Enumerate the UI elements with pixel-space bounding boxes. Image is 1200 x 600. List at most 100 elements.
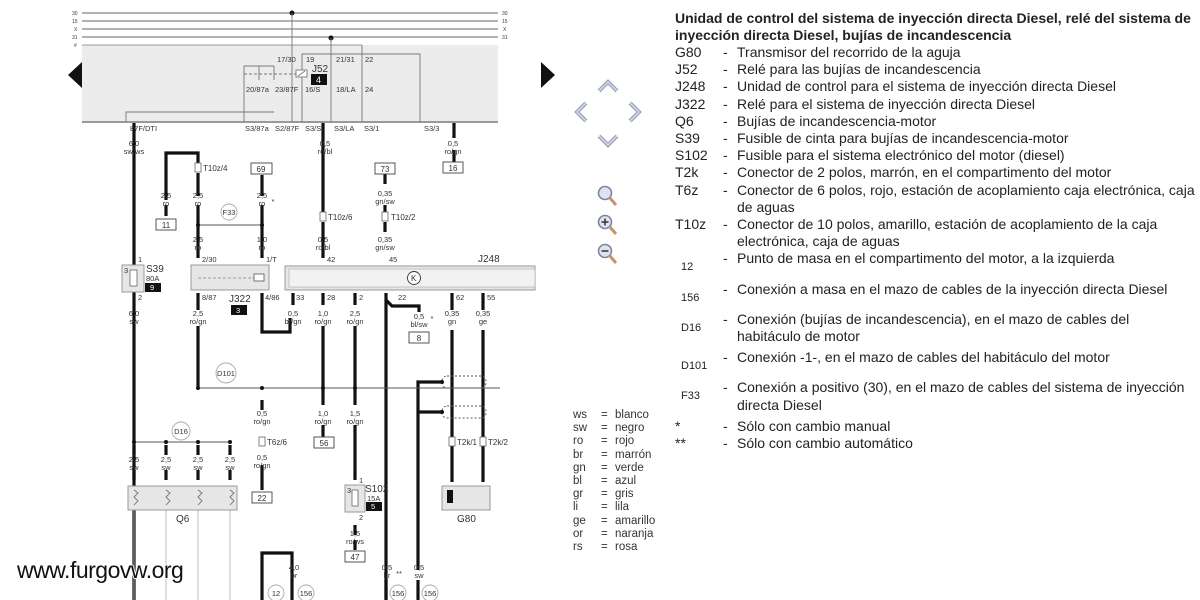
color-code-item: ws=blanco [573,409,655,422]
wire-color: sw [225,463,235,472]
next-page-button[interactable] [541,62,555,88]
wire-size: 2,5 [350,309,360,318]
legend-item: J52-Relé para las bujías de incandescenc… [675,61,1195,78]
watermark: www.furgovw.org [17,557,184,583]
legend-description: Fusible de cinta para bujías de incandes… [737,130,1069,147]
bus-label-30: 30 [72,11,78,17]
legend-code: D101 [681,360,708,373]
color-code-item: gr=gris [573,488,655,501]
color-code-item: bl=azul [573,475,655,488]
legend-item: *-Sólo con cambio manual [675,418,1195,435]
wire-size: 0,5 [382,563,392,572]
color-name: rosa [615,541,638,554]
connector-t10z-2: T10z/2 [391,213,416,222]
color-abbr: rs [573,541,583,554]
wire-color: br [384,571,391,580]
bus-label-15: 15 [72,19,78,25]
legend-item: 12-Punto de masa en el compartimento del… [675,250,1195,276]
legend-item: T2k-Conector de 2 polos, marrón, en el c… [675,164,1195,181]
pan-down-icon[interactable] [596,128,620,152]
wire-color: ro/ws [346,537,364,546]
wire-color: ro/gn [346,317,363,326]
wire-color: br/gn [284,317,301,326]
marker-156-a: 156 [300,589,313,598]
wire-color: ro/gn [253,461,270,470]
j52-position-badge [311,74,327,85]
legend-item: 156-Conexión a masa en el mazo de cables… [675,281,1195,307]
zoom-in-icon[interactable] [596,213,620,237]
thin-wires [133,224,500,600]
q6-name: Q6 [176,514,190,525]
relay-j322-box [190,264,270,291]
wire-size: 2,5 [193,235,203,244]
legend-item: S102-Fusible para el sistema electrónico… [675,147,1195,164]
pan-right-icon[interactable] [622,100,646,124]
legend-item: **-Sólo con cambio automático [675,435,1195,452]
legend-code: J248 [675,78,706,95]
wire-color: ro/gn [444,147,461,156]
thick-wires [132,123,485,600]
legend-description: Fusible para el sistema electrónico del … [737,147,1065,164]
legend-code: S39 [675,130,700,147]
legend-dash: - [723,280,728,297]
s39-pin-3: 3 [124,266,128,275]
color-code-item: ge=amarillo [573,515,655,528]
zoom-out-icon[interactable] [596,242,620,266]
wire-color: sw/ws [124,147,145,156]
wire-color: sw [129,317,139,326]
legend-item: F33-Conexión a positivo (30), en el mazo… [675,379,1195,413]
connector-t2k-1: T2k/1 [457,438,478,447]
bus-label-30-right: 30 [502,11,508,17]
j52-pin-18-la: 18/LA [336,85,356,94]
previous-page-button[interactable] [68,62,82,88]
pan-up-icon[interactable] [596,75,620,99]
legend-item: J248-Unidad de control para el sistema d… [675,78,1195,95]
legend-description: Unidad de control para el sistema de iny… [737,78,1116,95]
legend-dash: - [723,349,728,366]
terminal-s3-s: S3/S [305,124,321,133]
legend-code: Q6 [675,112,694,129]
wiring-diagram: 30 15 X 31 # 30 15 X 31 4 J52 17/30 19 2… [72,10,536,600]
wire-size: 2,5 [193,455,203,464]
color-abbr: bl [573,475,582,488]
legend-description: Relé para las bujías de incandescencia [737,61,981,78]
legend-dash: - [723,112,728,129]
wire-color: ro/bl [318,147,333,156]
wire-size: 1,5 [350,529,360,538]
wire-color: ro/bl [316,243,331,252]
color-name: naranja [615,527,654,540]
legend-items: G80-Transmisor del recorrido de la aguja… [675,44,1195,452]
ref-47: 47 [351,553,360,562]
equals-sign: = [601,448,608,461]
wire-color: ro [195,243,202,252]
s102-pin-1: 1 [359,476,363,485]
wire-color: ro/gn [253,417,270,426]
j248-pin-45: 45 [389,255,397,264]
legend-description: Conexión a masa en el mazo de cables de … [737,280,1168,297]
legend-dash: - [723,147,728,164]
color-code-item: br=marrón [573,449,655,462]
bus-label-x: X [74,27,78,33]
wire-color: sw [161,463,171,472]
wire-color: bl/sw [410,320,428,329]
reference-boxes [155,161,464,563]
equals-sign: = [601,527,608,540]
wire-size: 1,0 [318,409,328,418]
ref-22: 22 [258,494,267,503]
wire-size: 0,5 [414,563,424,572]
wire-size: 6,0 [129,309,139,318]
legend-item: G80-Transmisor del recorrido de la aguja [675,44,1195,61]
component-legend: Unidad de control del sistema de inyecci… [675,10,1195,452]
legend-title: Unidad de control del sistema de inyecci… [675,10,1191,43]
marker-f33: F33 [223,208,236,217]
legend-dash: - [723,379,728,396]
pan-left-icon[interactable] [570,100,594,124]
j52-name: J52 [312,64,329,75]
wire-size: 0,5 [318,235,328,244]
bus-label-15-right: 15 [502,19,508,25]
wire-mark: * [272,197,275,206]
wire-size: 0,5 [288,309,298,318]
wire-size: 0,5 [257,409,267,418]
zoom-fit-icon[interactable] [596,184,620,208]
s39-position: 9 [150,283,154,292]
